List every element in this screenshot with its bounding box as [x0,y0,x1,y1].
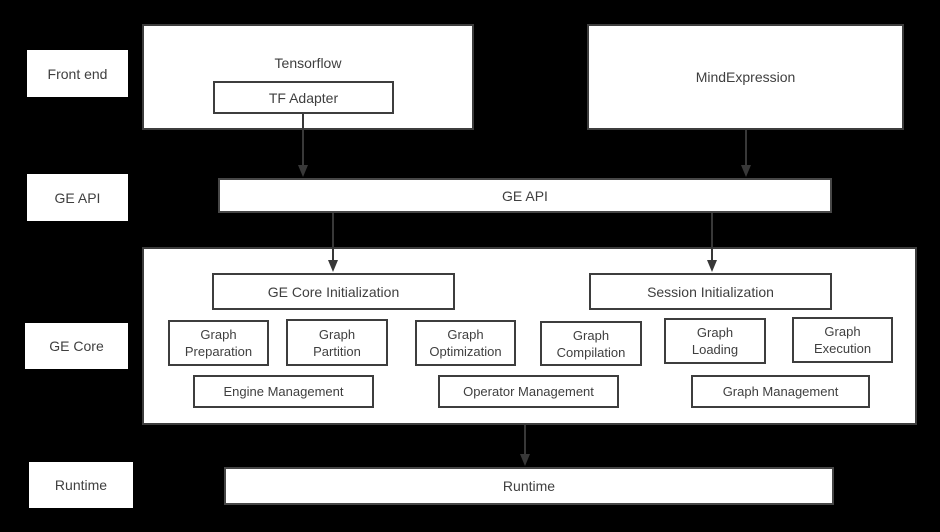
arrow-mindexpression-to-ge-api [741,130,751,177]
row-label-ge-api: GE API [27,174,128,221]
arrow-head-icon [741,165,751,177]
graph-execution-box: Graph Execution [792,317,893,363]
graph-preparation-box: Graph Preparation [168,320,269,366]
tf-adapter-box: TF Adapter [213,81,394,114]
tf-adapter-label: TF Adapter [268,89,339,106]
session-initialization-label: Session Initialization [647,283,774,300]
ge-core-initialization-label: GE Core Initialization [267,283,400,300]
engine-management-label: Engine Management [223,384,344,399]
ge-api-bar: GE API [218,178,832,213]
graph-compilation-label: Graph Compilation [556,327,626,360]
arrow-ge-core-to-runtime [520,425,530,466]
operator-management-box: Operator Management [438,375,619,408]
arrow-line [711,213,713,261]
graph-loading-label: Graph Loading [691,325,739,357]
arrow-head-icon [707,260,717,272]
runtime-bar-label: Runtime [502,478,556,494]
arrow-ge-api-to-session-initialization [707,213,717,272]
operator-management-label: Operator Management [463,384,594,399]
ge-core-initialization-box: GE Core Initialization [212,273,455,310]
arrow-ge-api-to-ge-core-initialization [328,213,338,272]
graph-compilation-box: Graph Compilation [540,321,642,366]
graph-execution-label: Graph Execution [813,324,872,356]
tensorflow-box: Tensorflow TF Adapter [142,24,474,130]
runtime-bar: Runtime [224,467,834,505]
graph-optimization-box: Graph Optimization [415,320,516,366]
graph-management-label: Graph Management [722,384,839,399]
ge-api-bar-label: GE API [502,187,548,204]
session-initialization-box: Session Initialization [589,273,832,310]
mindexpression-box: MindExpression [587,24,904,130]
graph-management-box: Graph Management [691,375,870,408]
arrow-head-icon [298,165,308,177]
arrow-tf-adapter-to-ge-api [298,114,308,177]
graph-partition-label: Graph Partition [313,326,361,359]
mindexpression-label: MindExpression [695,69,796,85]
row-label-runtime: Runtime [29,462,133,508]
arrow-head-icon [328,260,338,272]
graph-preparation-label: Graph Preparation [184,327,253,359]
arrow-line [302,114,304,166]
tensorflow-title: Tensorflow [274,55,342,71]
arrow-line [524,425,526,455]
graph-loading-box: Graph Loading [664,318,766,364]
arrow-head-icon [520,454,530,466]
arrow-line [745,130,747,166]
arrow-line [332,213,334,261]
row-label-ge-core: GE Core [25,323,128,369]
row-label-front-end: Front end [27,50,128,97]
graph-partition-box: Graph Partition [286,319,388,366]
ge-core-container: GE Core Initialization Session Initializ… [142,247,917,425]
graph-optimization-label: Graph Optimization [429,327,502,359]
engine-management-box: Engine Management [193,375,374,408]
